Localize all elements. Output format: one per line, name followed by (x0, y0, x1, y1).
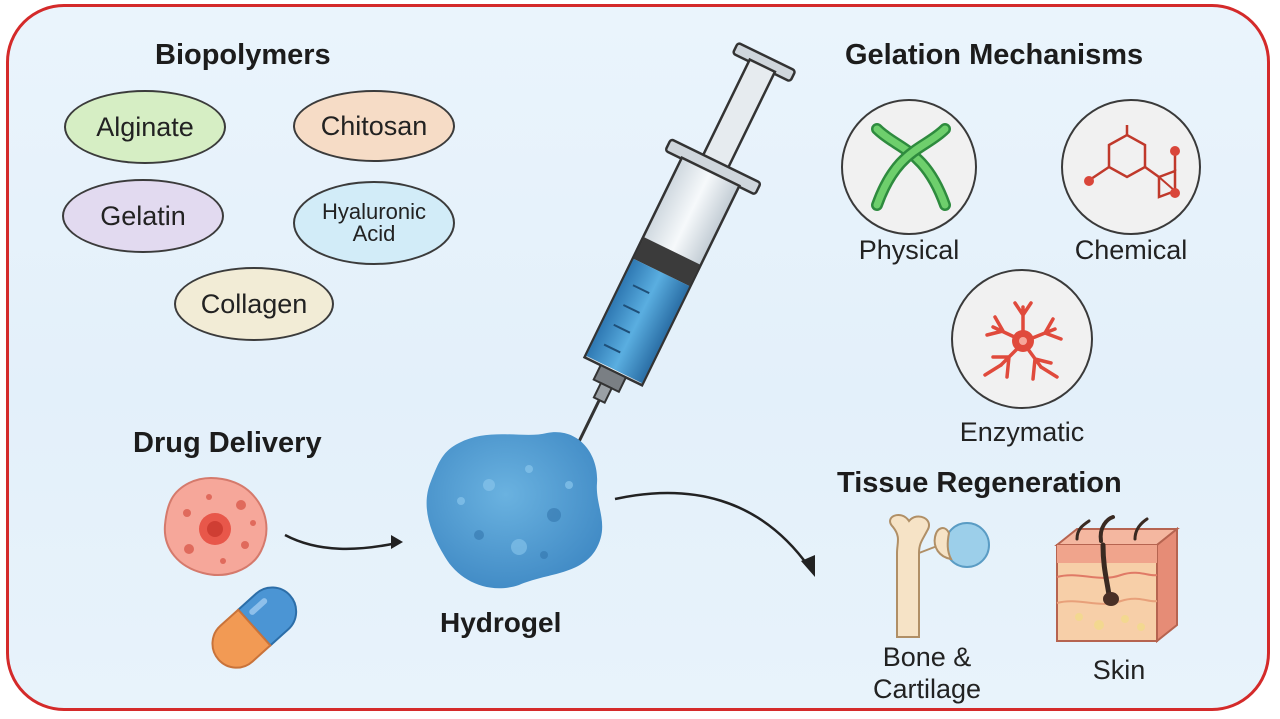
skin-label: Skin (1092, 655, 1146, 685)
cell-icon (163, 477, 268, 576)
arrow-to-tissue (614, 491, 815, 577)
chitosan-pill: Chitosan (293, 90, 455, 162)
chitosan-label: Chitosan (320, 110, 428, 141)
biopolymers-title: Biopolymers (155, 39, 331, 71)
physical-crosslink-icon (871, 123, 951, 211)
enzymatic-circle (951, 269, 1093, 409)
bone-cartilage-label: Bone & Cartilage (859, 641, 995, 706)
physical-label: Physical (858, 235, 960, 265)
alginate-pill: Alginate (64, 90, 226, 164)
enzyme-icon (983, 301, 1063, 381)
chemical-label: Chemical (1074, 235, 1188, 265)
hydrogel-label: Hydrogel (440, 607, 562, 638)
skin-icon (1054, 515, 1180, 644)
diagram-frame: Biopolymers Alginate Chitosan Gelatin Hy… (6, 4, 1270, 711)
gelatin-label: Gelatin (100, 200, 186, 231)
hyaluronic-acid-pill: Hyaluronic Acid (293, 181, 455, 265)
bone-label-line2: Cartilage (872, 674, 982, 705)
gelatin-pill: Gelatin (62, 179, 224, 253)
collagen-label: Collagen (200, 288, 308, 319)
gelation-title: Gelation Mechanisms (845, 39, 1144, 71)
hyaluronic-line1: Hyaluronic (322, 199, 426, 224)
enzymatic-label: Enzymatic (959, 417, 1085, 447)
chemical-structure-icon (1084, 125, 1180, 199)
capsule-icon (211, 586, 298, 669)
tissue-title: Tissue Regeneration (837, 467, 1122, 499)
chemical-circle (1061, 99, 1201, 235)
physical-circle (841, 99, 977, 235)
alginate-label: Alginate (96, 111, 194, 142)
hyaluronic-acid-label: Hyaluronic Acid (322, 201, 426, 245)
hyaluronic-line2: Acid (352, 221, 396, 246)
drug-delivery-title: Drug Delivery (133, 427, 322, 459)
syringe-icon (521, 42, 796, 558)
arrow-to-hydrogel (284, 533, 403, 551)
bone-label-line1: Bone & (882, 642, 972, 672)
bone-icon (889, 513, 990, 638)
hydrogel-blob (426, 432, 603, 589)
collagen-pill: Collagen (174, 267, 334, 341)
